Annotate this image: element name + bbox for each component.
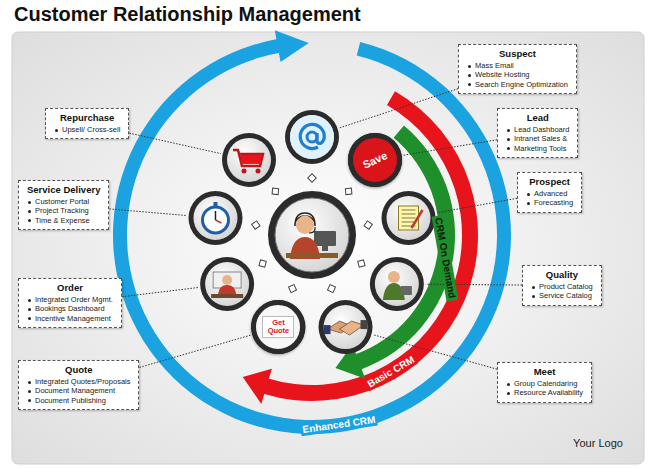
stage-icon [348, 133, 402, 187]
stage-icon [200, 257, 254, 311]
leader-connector [403, 140, 497, 156]
enhanced-ring [113, 39, 511, 434]
callout-box: OrderIntegrated Order Mgmt.Bookings Dash… [18, 278, 122, 328]
connector-diamond [358, 260, 365, 267]
stage-icon [370, 257, 424, 311]
callout-heading: Meet [506, 366, 583, 377]
callout-item: Intranet Sales & [506, 134, 569, 143]
callout-box: QualityProduct CatalogService Catalog [522, 265, 602, 306]
connector-diamond [364, 221, 372, 229]
connector-diamond [328, 285, 336, 293]
callout-item: Document Publishing [27, 396, 130, 405]
leader-connector [139, 335, 251, 368]
callout-heading: Repurchase [54, 112, 120, 123]
callout-item: Time & Expense [27, 216, 100, 225]
leader-line [122, 287, 198, 296]
connector-diamond [345, 188, 352, 195]
callout-heading: Order [27, 282, 113, 293]
callout-item: Advanced [526, 189, 573, 198]
callout-item: Integrated Order Mgmt. [27, 295, 113, 304]
stage-icon [319, 300, 373, 354]
callout-item: Document Management [27, 386, 130, 395]
callout-box: SuspectMass EmailWebsite HostingSearch E… [458, 44, 577, 94]
leader-line [109, 209, 186, 216]
basic-ring [263, 91, 478, 401]
callout-heading: Quote [27, 364, 130, 375]
leader-line [426, 284, 522, 286]
stage-icon [222, 133, 276, 187]
callout-heading: Lead [506, 112, 569, 123]
callout-item: Resource Availability [506, 388, 583, 397]
ring-arrowhead [243, 369, 272, 404]
callout-box: LeadLead DashboardIntranet Sales &Market… [497, 108, 578, 158]
ring-arrowhead [275, 30, 309, 62]
callout-item: Mass Email [467, 61, 568, 70]
connector-diamond [272, 188, 279, 195]
stage-icon [251, 300, 305, 354]
callout-box: MeetGroup CalendaringResource Availabili… [497, 362, 592, 403]
connector-diamond [289, 285, 297, 293]
callout-item: Customer Portal [27, 197, 100, 206]
callout-item: Product Catalog [531, 282, 593, 291]
callout-heading: Suspect [467, 48, 568, 59]
connector-diamond [252, 221, 260, 229]
callout-heading: Prospect [526, 176, 573, 187]
callout-box: Service DeliveryCustomer PortalProject T… [18, 180, 109, 230]
callout-item: Integrated Quotes/Proposals [27, 377, 130, 386]
centre-icon [268, 191, 356, 279]
callout-box: QuoteIntegrated Quotes/ProposalsDocument… [18, 360, 139, 410]
callout-box: RepurchaseUpsell/ Cross-sell [45, 108, 129, 139]
callout-heading: Quality [531, 269, 593, 280]
stage-icon [382, 191, 436, 245]
leader-lines [109, 89, 522, 369]
callout-item: Search Engine Optimization [467, 80, 568, 89]
stage-icon [188, 191, 242, 245]
callout-box: ProspectAdvancedForecasting [517, 172, 582, 213]
badge-text: Save [361, 149, 389, 171]
badge-text: Get Quote [262, 316, 294, 339]
callout-item: Incentive Management [27, 314, 113, 323]
logo-text: Your Logo [573, 437, 623, 449]
callout-item: Project Tracking [27, 206, 100, 215]
callout-item: Group Calendaring [506, 379, 583, 388]
leader-line [340, 89, 458, 128]
stage-icon [285, 110, 339, 164]
diagram-title: Customer Relationship Management [14, 3, 361, 26]
connector-diamond [308, 174, 316, 182]
callout-item: Bookings Dashboard [27, 304, 113, 313]
leader-line [437, 198, 517, 213]
callout-item: Upsell/ Cross-sell [54, 125, 120, 134]
callout-item: Forecasting [526, 198, 573, 207]
leader-line [129, 133, 220, 153]
callout-item: Website Hosting [467, 70, 568, 79]
stage-badge: Save [348, 133, 402, 187]
callout-heading: Service Delivery [27, 184, 100, 195]
connector-diamond [259, 260, 266, 267]
background-panel [12, 32, 644, 464]
callout-item: Lead Dashboard [506, 125, 569, 134]
callout-item: Service Catalog [531, 291, 593, 300]
callout-item: Marketing Tools [506, 144, 569, 153]
